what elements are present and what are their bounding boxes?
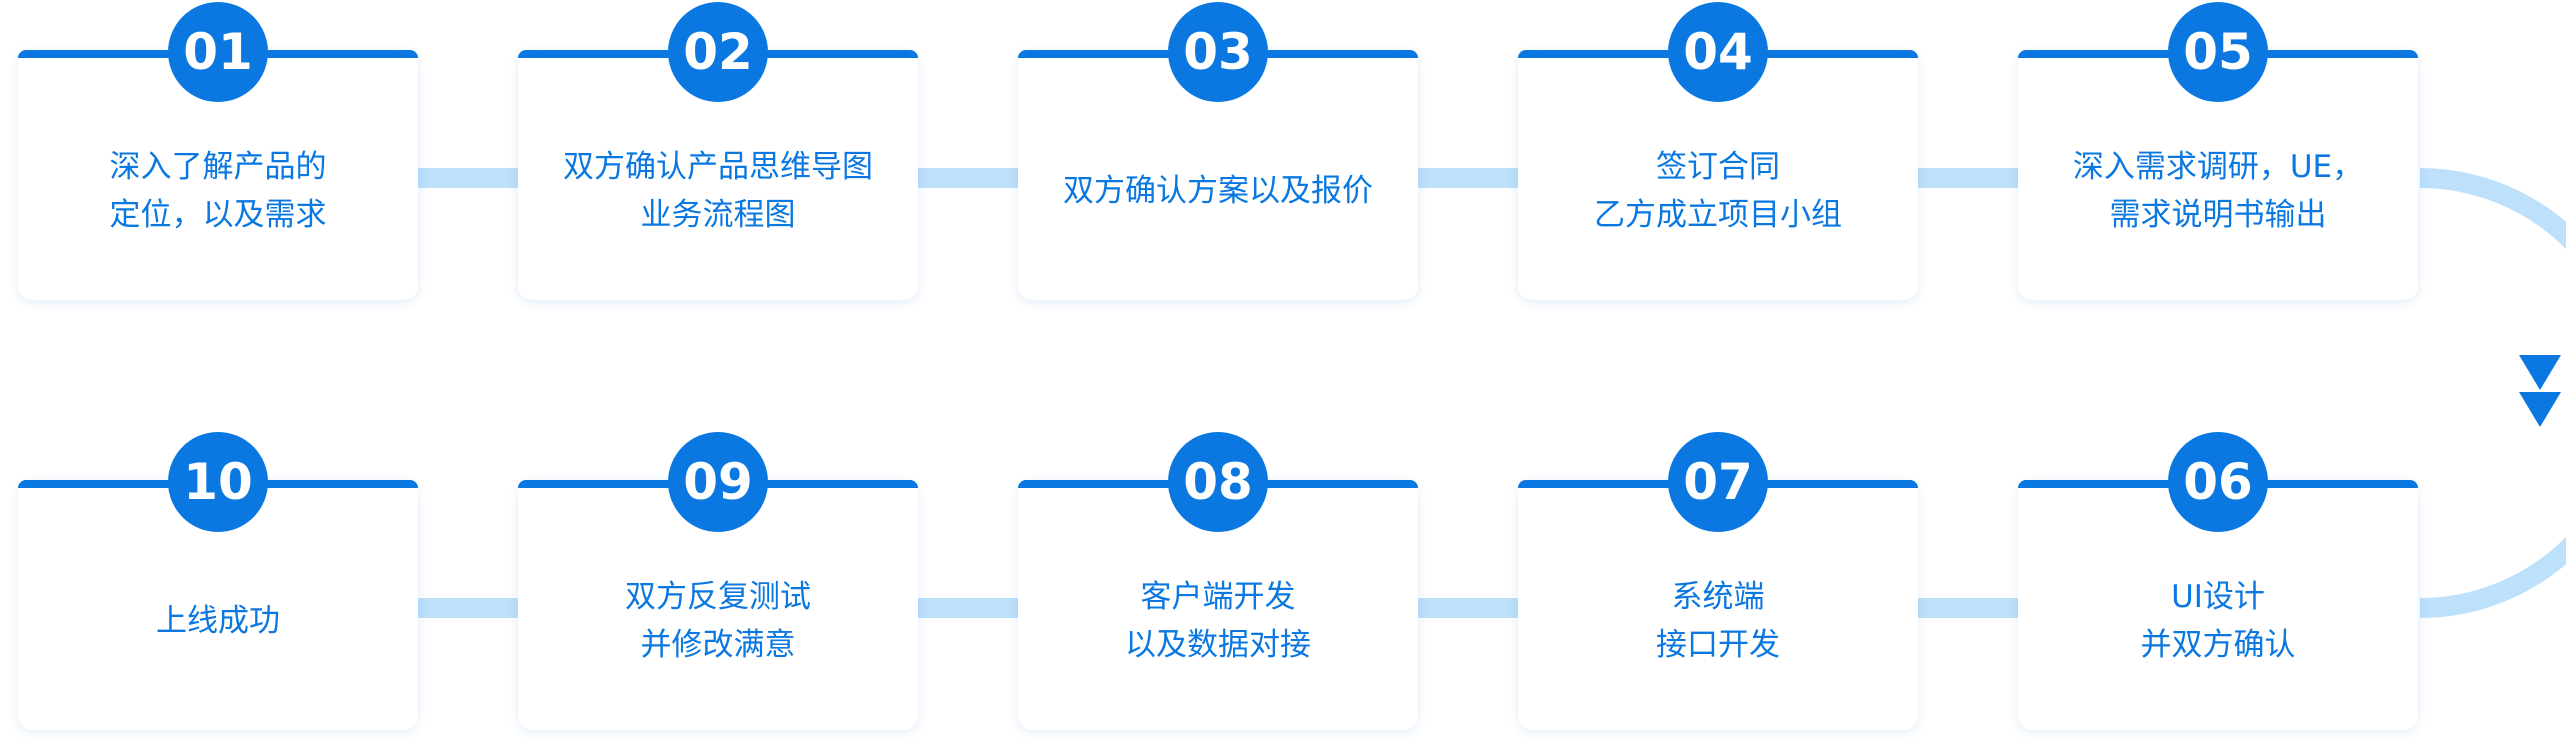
connector-02-03 — [918, 168, 1020, 188]
step-text-line: 双方确认方案以及报价 — [1063, 173, 1373, 209]
step-card-10: 10 上线成功 — [18, 432, 418, 730]
step-card-09: 09 双方反复测试 并修改满意 — [518, 432, 918, 730]
arrow-down-icon — [2519, 355, 2561, 390]
step-text-line: 需求说明书输出 — [2109, 197, 2327, 233]
step-number-badge: 06 — [2168, 432, 2268, 532]
step-text-line: 系统端 — [1671, 579, 1765, 615]
step-description: 系统端 接口开发 — [1538, 542, 1898, 700]
connector-08-07 — [1418, 598, 1520, 618]
step-description: UI设计 并双方确认 — [2038, 542, 2398, 700]
step-number-badge: 07 — [1668, 432, 1768, 532]
step-text-line: 上线成功 — [156, 603, 280, 639]
step-card-02: 02 双方确认产品思维导图 业务流程图 — [518, 2, 918, 300]
step-number-badge: 02 — [668, 2, 768, 102]
step-number-badge: 04 — [1668, 2, 1768, 102]
step-number-badge: 08 — [1168, 432, 1268, 532]
connector-10-09 — [418, 598, 520, 618]
step-card-06: 06 UI设计 并双方确认 — [2018, 432, 2418, 730]
step-card-07: 07 系统端 接口开发 — [1518, 432, 1918, 730]
step-card-04: 04 签订合同 乙方成立项目小组 — [1518, 2, 1918, 300]
step-number-badge: 09 — [668, 432, 768, 532]
connector-07-06 — [1918, 598, 2020, 618]
connector-09-08 — [918, 598, 1020, 618]
step-text-line: 双方反复测试 — [625, 579, 811, 615]
connector-04-05 — [1918, 168, 2020, 188]
step-description: 签订合同 乙方成立项目小组 — [1538, 112, 1898, 270]
step-card-05: 05 深入需求调研，UE， 需求说明书输出 — [2018, 2, 2418, 300]
step-description: 深入需求调研，UE， 需求说明书输出 — [2038, 112, 2398, 270]
curve-path — [2419, 168, 2566, 618]
step-card-03: 03 双方确认方案以及报价 — [1018, 2, 1418, 300]
step-number-badge: 05 — [2168, 2, 2268, 102]
step-description: 上线成功 — [38, 542, 398, 700]
step-description: 双方确认产品思维导图 业务流程图 — [538, 112, 898, 270]
connector-01-02 — [418, 168, 520, 188]
step-number-badge: 10 — [168, 432, 268, 532]
step-text-line: 乙方成立项目小组 — [1594, 197, 1842, 233]
step-number-badge: 03 — [1168, 2, 1268, 102]
step-number-badge: 01 — [168, 2, 268, 102]
step-description: 双方确认方案以及报价 — [1038, 112, 1398, 270]
step-text-line: 深入需求调研，UE， — [2072, 149, 2364, 185]
step-text-line: 业务流程图 — [640, 197, 796, 233]
step-text-line: 双方确认产品思维导图 — [563, 149, 873, 185]
step-text-line: 客户端开发 — [1140, 579, 1296, 615]
step-text-line: 以及数据对接 — [1125, 627, 1311, 663]
step-card-08: 08 客户端开发 以及数据对接 — [1018, 432, 1418, 730]
step-text-line: 并双方确认 — [2140, 627, 2296, 663]
step-text-line: 定位，以及需求 — [109, 197, 327, 233]
step-text-line: 深入了解产品的 — [109, 149, 327, 185]
step-card-01: 01 深入了解产品的 定位，以及需求 — [18, 2, 418, 300]
step-text-line: 签订合同 — [1656, 149, 1780, 185]
step-text-line: 并修改满意 — [640, 627, 796, 663]
connector-03-04 — [1418, 168, 1520, 188]
arrow-down-icon — [2519, 392, 2561, 427]
step-text-line: UI设计 — [2171, 579, 2265, 615]
step-text-line: 接口开发 — [1656, 627, 1780, 663]
step-description: 深入了解产品的 定位，以及需求 — [38, 112, 398, 270]
step-description: 客户端开发 以及数据对接 — [1038, 542, 1398, 700]
step-description: 双方反复测试 并修改满意 — [538, 542, 898, 700]
